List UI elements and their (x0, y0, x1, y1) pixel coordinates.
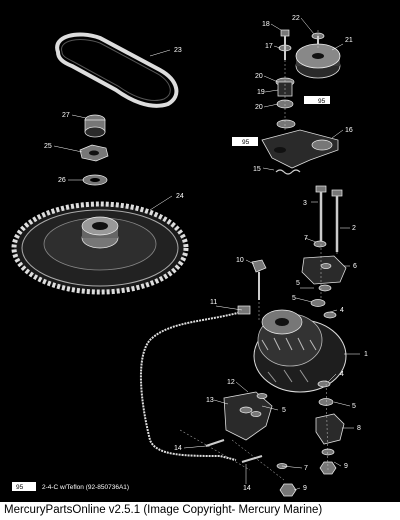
legend: 95 2-4-C w/Teflon (92-850736A1) (12, 482, 129, 491)
flywheel (11, 201, 189, 295)
callout-18: 18 (262, 21, 270, 28)
callout-26: 26 (58, 177, 66, 184)
grease-tag-20: 95 (318, 98, 326, 105)
callout-5b: 5 (292, 295, 296, 302)
callout-11: 11 (210, 299, 217, 306)
callout-27: 27 (62, 112, 70, 119)
callout-20b: 20 (255, 104, 263, 111)
callout-12: 12 (227, 379, 235, 386)
callout-14a: 14 (174, 445, 182, 452)
idler-pulley (295, 43, 341, 79)
grease-tag-16: 95 (242, 139, 250, 146)
caption-bar: MercuryPartsOnline v2.5.1 (Image Copyrig… (0, 502, 400, 520)
callout-9b: 9 (303, 485, 307, 492)
callout-10: 10 (236, 257, 244, 264)
alternator (253, 309, 347, 393)
lower-screws (205, 439, 297, 497)
flywheel-washer (82, 174, 108, 186)
legend-badge: 95 (16, 484, 24, 491)
callout-3: 3 (303, 200, 307, 207)
callout-9a: 9 (344, 463, 348, 470)
callout-1: 1 (364, 351, 368, 358)
callout-25: 25 (44, 143, 52, 150)
callout-22: 22 (292, 15, 300, 22)
callout-19: 19 (257, 89, 265, 96)
lower-bracket (223, 391, 273, 441)
lower-right-parts (315, 380, 345, 475)
callout-2: 2 (352, 225, 356, 232)
drive-belt (55, 32, 179, 108)
legend-badge-box (12, 482, 36, 491)
callout-5c: 5 (282, 407, 286, 414)
callout-8: 8 (357, 425, 361, 432)
sleeve-part (84, 114, 106, 138)
ground-cable (139, 305, 251, 461)
diagram-svg: 1 2 3 4 4 5 5 5 5 6 7 7 8 9 9 10 11 12 1… (11, 15, 368, 497)
callout-23: 23 (174, 47, 182, 54)
callout-20a: 20 (255, 73, 263, 80)
parts-diagram: 1 2 3 4 4 5 5 5 5 6 7 7 8 9 9 10 11 12 1… (11, 15, 368, 497)
callout-17: 17 (265, 43, 273, 50)
callout-14b: 14 (243, 485, 251, 492)
callout-4b: 4 (340, 371, 344, 378)
flywheel-nut (79, 144, 109, 162)
callout-7b: 7 (304, 465, 308, 472)
callout-5d: 5 (352, 403, 356, 410)
copyright-caption: MercuryPartsOnline v2.5.1 (Image Copyrig… (4, 504, 323, 516)
callout-15: 15 (253, 166, 261, 173)
tension-spring (275, 169, 301, 175)
callout-6: 6 (353, 263, 357, 270)
callout-4a: 4 (340, 307, 344, 314)
callout-13: 13 (206, 397, 214, 404)
tensioner-arm (232, 129, 339, 169)
upper-bracket (301, 240, 347, 285)
alternator-spacers (310, 284, 337, 319)
callout-24: 24 (176, 193, 184, 200)
callout-5a: 5 (296, 280, 300, 287)
legend-text: 2-4-C w/Teflon (92-850736A1) (42, 484, 129, 491)
callout-16: 16 (345, 127, 353, 134)
callout-21: 21 (345, 37, 353, 44)
